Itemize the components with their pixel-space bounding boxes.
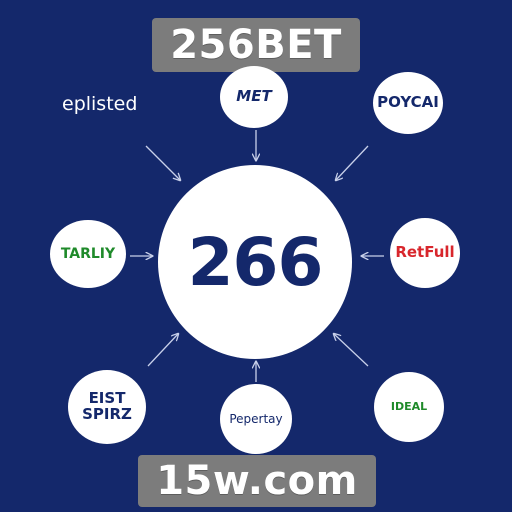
partner-node-bottom-right: IDEAL	[374, 372, 444, 442]
brand-title: 256BET	[152, 18, 360, 72]
site-domain: 15w.com	[138, 455, 376, 507]
partner-node-left: TARLIY	[50, 220, 126, 288]
partner-node-top-right: POYCAI	[373, 72, 443, 134]
partner-left-label: TARLIY	[60, 245, 116, 262]
partner-top-right-label: POYCAI	[377, 93, 439, 112]
partner-right-label: RetFull	[395, 243, 455, 262]
partner-node-bottom: Pepertay	[220, 384, 292, 454]
partner-top-label: MET	[236, 87, 272, 106]
partner-top-left-label: eplisted	[62, 93, 138, 115]
partner-bottom-left-label-line1: EIST	[88, 389, 126, 408]
arrow-top-right	[336, 145, 369, 180]
partner-bottom-left-label-line2: SPIRZ	[82, 405, 132, 423]
partner-bottom-label: Pepertay	[229, 411, 283, 426]
partner-node-right: RetFull	[390, 218, 460, 288]
partner-bottom-right-label: IDEAL	[390, 400, 428, 414]
arrow-bottom-left	[147, 334, 178, 367]
partner-node-bottom-left: EIST SPIRZ	[68, 370, 146, 444]
partner-node-top: MET	[220, 66, 288, 128]
hub-circle: 266	[158, 165, 352, 359]
arrow-bottom-right	[334, 334, 369, 367]
arrow-top-left	[145, 145, 180, 180]
hub-label: 266	[187, 223, 324, 301]
